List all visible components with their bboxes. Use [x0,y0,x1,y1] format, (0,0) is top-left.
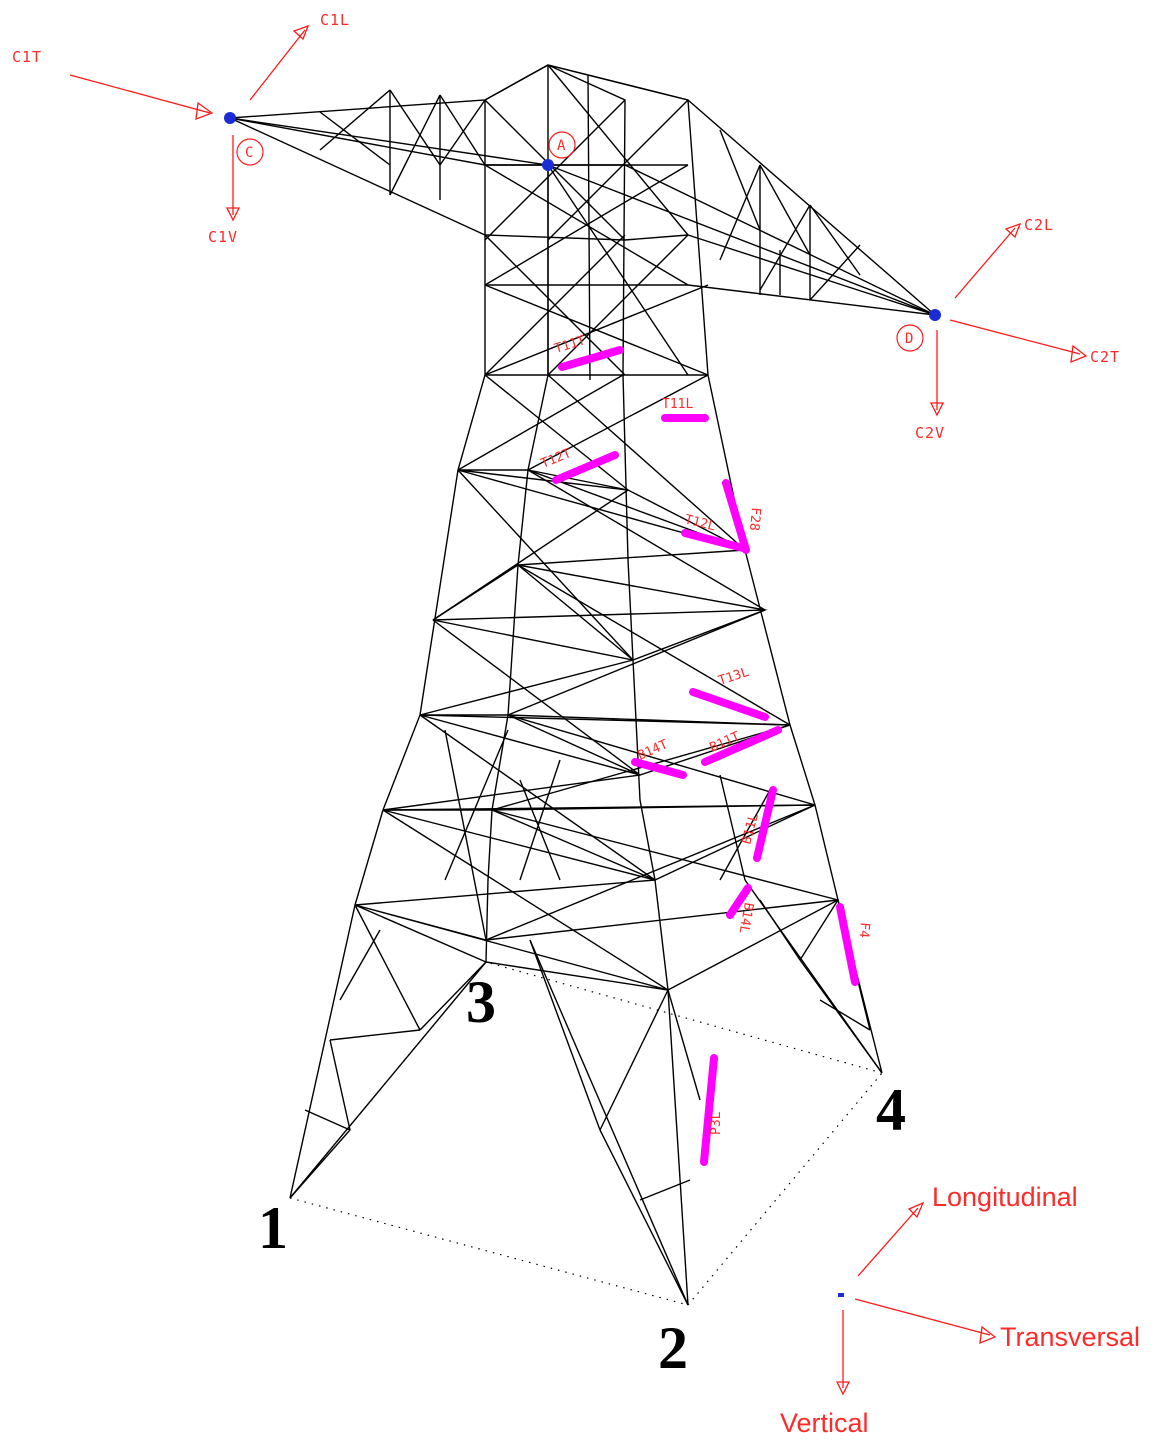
label-c2l: C2L [1024,216,1054,234]
axis-longitudinal-label: Longitudinal [932,1182,1078,1212]
member-t11t [558,346,624,371]
leg-label-4: 4 [876,1077,906,1143]
node-c [224,112,236,124]
node-a-marker [548,131,576,159]
node-c-marker [236,138,264,166]
member-b11t [701,726,782,766]
label-t12t: T12T [539,446,574,472]
label-t12l: T12L [683,512,717,534]
member-b11l [753,786,777,862]
axes-legend: Longitudinal Transversal Vertical [780,1182,1140,1438]
label-b14l: B14L [736,901,756,935]
node-d-marker [896,324,924,352]
label-c1v: C1V [208,228,238,246]
lattice-structure [229,64,936,1306]
foundation-outline [289,961,883,1306]
member-t12t [552,451,619,484]
node-d [929,309,941,321]
label-f28: F28 [746,507,763,532]
leg-label-3: 3 [466,969,496,1035]
member-b14l [726,884,752,919]
label-p3l: P3L [709,1111,724,1135]
label-f4: F4 [856,922,872,939]
member-f28 [722,479,750,554]
label-t11l: T11L [662,397,693,412]
member-t12l [681,529,747,552]
member-t13l [689,688,769,721]
label-c2v: C2V [915,424,945,442]
leg-label-2: 2 [658,1315,688,1381]
node-c-label: C [245,145,253,161]
label-c2t: C2T [1090,348,1120,366]
axis-vertical-label: Vertical [780,1408,869,1438]
attachment-nodes: A C D [224,112,941,352]
load-arrows-c: C1T C1L C1V [12,11,350,246]
node-d-label: D [905,331,913,347]
label-b14t: B14T [636,737,671,764]
load-arrows-d: C2L C2T C2V [915,216,1120,442]
highlighted-members: T11T T11L T12T T12L F28 T13L B11T B14T B… [539,333,872,1166]
legend-origin [838,1293,844,1297]
member-b14t [631,758,687,779]
member-p3l [700,1054,718,1166]
label-t13l: T13L [717,665,752,689]
node-a [542,159,554,171]
label-c1l: C1L [320,11,350,29]
axis-transversal-label: Transversal [1000,1322,1140,1352]
member-f4 [836,903,859,986]
node-a-label: A [557,138,566,154]
leg-labels: 1 2 3 4 [258,969,906,1381]
leg-label-1: 1 [258,1195,288,1261]
label-c1t: C1T [12,48,42,66]
